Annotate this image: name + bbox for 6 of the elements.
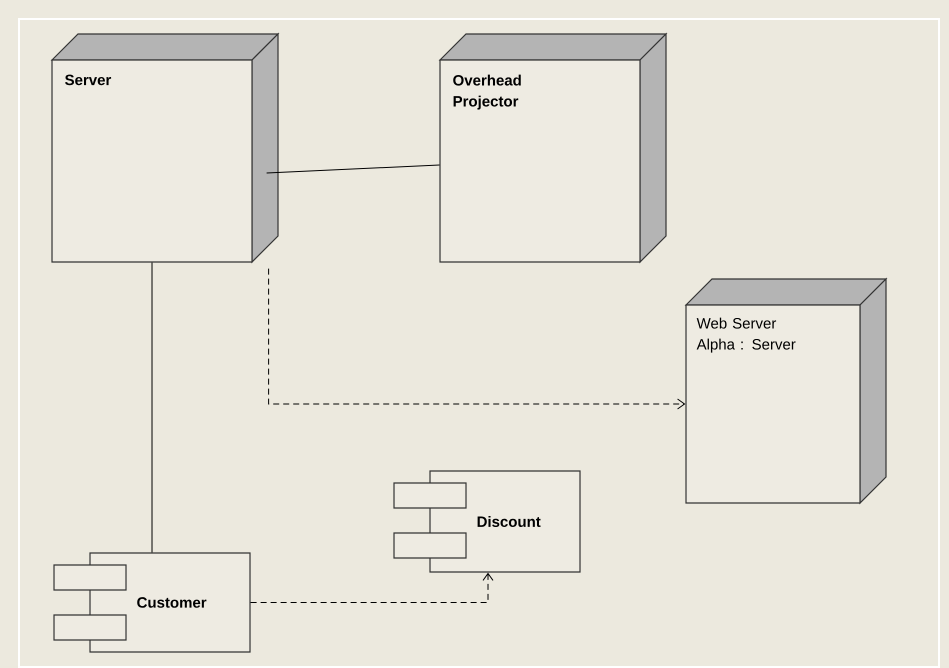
arrow <box>250 572 494 603</box>
arrow <box>268 268 686 410</box>
node-label: Overhead Projector <box>453 74 521 110</box>
node-label: Server <box>65 74 112 86</box>
node-label: Web Server Alpha : Server <box>696 318 796 353</box>
connector-line <box>266 164 440 174</box>
